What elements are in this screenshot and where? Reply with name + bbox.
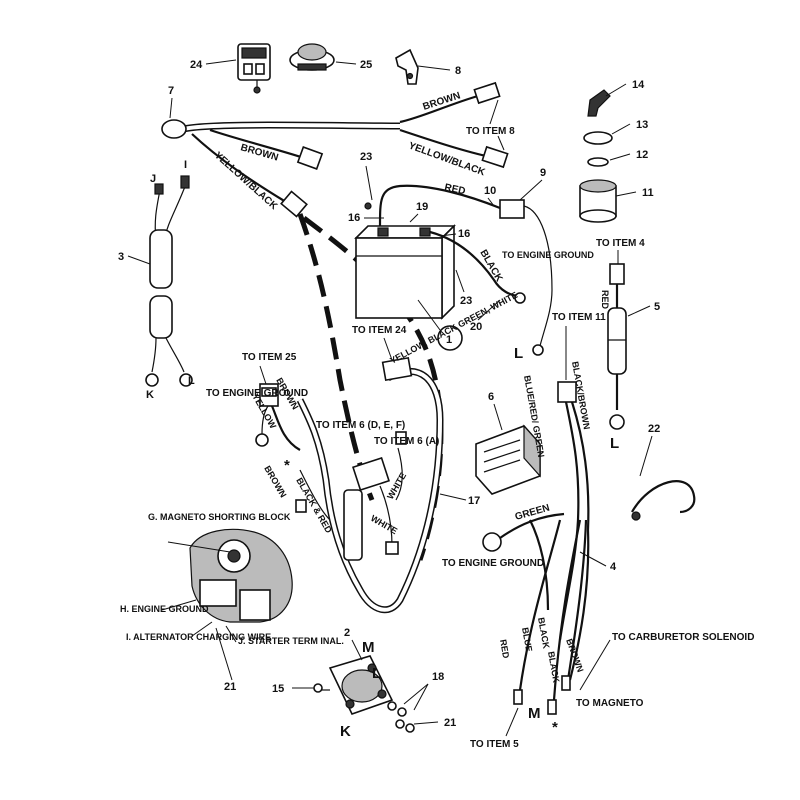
terminal-l-battery: L <box>514 345 523 362</box>
item-5-top-connector <box>609 263 625 285</box>
terminal-star-a: * <box>284 457 290 474</box>
to-item-6-def-label: TO ITEM 6 (D, E, F) <box>316 420 405 431</box>
item-13-label: 13 <box>636 119 648 131</box>
item-20-label: 20 <box>470 321 482 333</box>
item-11-label: 11 <box>642 187 654 199</box>
wire-red-low: RED <box>498 639 511 660</box>
terminal-l-left: L <box>188 375 195 387</box>
resistor-5 <box>607 307 627 375</box>
battery-1 <box>354 224 456 320</box>
item-21-left-label: 21 <box>224 681 236 693</box>
item-2-label: 2 <box>344 627 350 639</box>
ignition-switch-11 <box>579 179 617 223</box>
item-5-label: 5 <box>654 301 660 313</box>
item-12-label: 12 <box>636 149 648 161</box>
item-1-circle <box>437 325 463 351</box>
washer-12 <box>587 157 609 167</box>
to-engine-ground-battery: TO ENGINE GROUND <box>502 250 594 260</box>
item-10-label: 10 <box>484 185 496 197</box>
item-17-label: 17 <box>468 495 480 507</box>
terminal-star-b: * <box>552 719 558 736</box>
terminal-l-item5: L <box>610 435 619 452</box>
item-4-label: 4 <box>610 561 617 573</box>
engine-label-g-1: G. MAGNETO SHORTING BLOCK <box>148 512 291 522</box>
item-3-label: 3 <box>118 251 124 263</box>
wire-brown-low: BROWN <box>564 637 585 673</box>
wire-black-low-a: BLACK <box>536 617 551 650</box>
item-7-label: 7 <box>168 85 174 97</box>
item-22-label: 22 <box>648 423 660 435</box>
item-8-label: 8 <box>455 65 461 77</box>
item-14-label: 14 <box>632 79 645 91</box>
engine-label-i: I. ALTERNATOR CHARGING WIRE <box>126 632 271 642</box>
to-carburetor-solenoid-label: TO CARBURETOR SOLENOID <box>612 632 754 643</box>
to-item-8-label: TO ITEM 8 <box>466 126 515 137</box>
to-item-24-label: TO ITEM 24 <box>352 325 407 336</box>
terminal-k-left: K <box>146 389 154 401</box>
item-25-label: 25 <box>360 59 372 71</box>
engine-label-j: J. STARTER TERM INAL. <box>238 636 344 646</box>
terminal-m-solenoid: M <box>362 639 375 656</box>
terminal-j-top: J <box>150 173 156 185</box>
to-item-4-label: TO ITEM 4 <box>596 238 645 249</box>
item-24-label: 24 <box>190 59 203 71</box>
to-item-11-label: TO ITEM 11 <box>552 312 606 323</box>
item-6-label: 6 <box>488 391 494 403</box>
nut-13 <box>583 131 613 145</box>
wire-blue-low: BLUE <box>520 627 534 653</box>
wire-white-a: WHITE <box>385 471 408 501</box>
main-harness-17 <box>255 356 444 614</box>
lead-harness-3 <box>145 175 193 387</box>
terminal-i-top: I <box>184 159 187 171</box>
to-magneto-label: TO MAGNETO <box>576 698 644 709</box>
item-9-label: 9 <box>540 167 546 179</box>
to-item-6-a-label: TO ITEM 6 (A) <box>374 436 439 447</box>
item-23-bottom-label: 23 <box>460 295 472 307</box>
to-engine-ground-left-1: TO ENGINE GROUND <box>206 388 308 399</box>
engine-block <box>189 528 293 623</box>
ignition-key-14 <box>587 89 611 117</box>
terminal-l-solenoid: L <box>372 665 381 682</box>
wire-red-item4: RED <box>600 290 610 310</box>
beeper-25 <box>289 43 335 71</box>
item-15-label: 15 <box>272 683 284 695</box>
wire-red-battery: RED <box>443 182 466 197</box>
harness-4 <box>482 381 590 715</box>
item-23-top-label: 23 <box>360 151 372 163</box>
relay-24 <box>237 43 271 94</box>
connector-6 <box>475 424 541 495</box>
item-21-right-label: 21 <box>444 717 456 729</box>
wire-white-b: WHITE <box>369 513 399 536</box>
wire-black-battery: BLACK <box>477 248 504 284</box>
terminal-m-bottom: M <box>528 705 541 722</box>
to-item-5-bottom-label: TO ITEM 5 <box>470 739 519 750</box>
to-item-25-label: TO ITEM 25 <box>242 352 297 363</box>
harness-7 <box>161 81 509 218</box>
wire-22 <box>631 480 696 514</box>
fuse-holder-9 <box>499 199 525 219</box>
item-16-right-label: 16 <box>458 228 470 240</box>
to-engine-ground-right: TO ENGINE GROUND <box>442 558 544 569</box>
item-1-label: 1 <box>446 334 452 346</box>
item-16-left-label: 16 <box>348 212 360 224</box>
item-19-label: 19 <box>416 201 428 213</box>
starter-solenoid-2 <box>322 655 394 715</box>
bracket-8 <box>395 48 419 85</box>
item-18-label: 18 <box>432 671 444 683</box>
terminal-k-solenoid: K <box>340 723 351 740</box>
